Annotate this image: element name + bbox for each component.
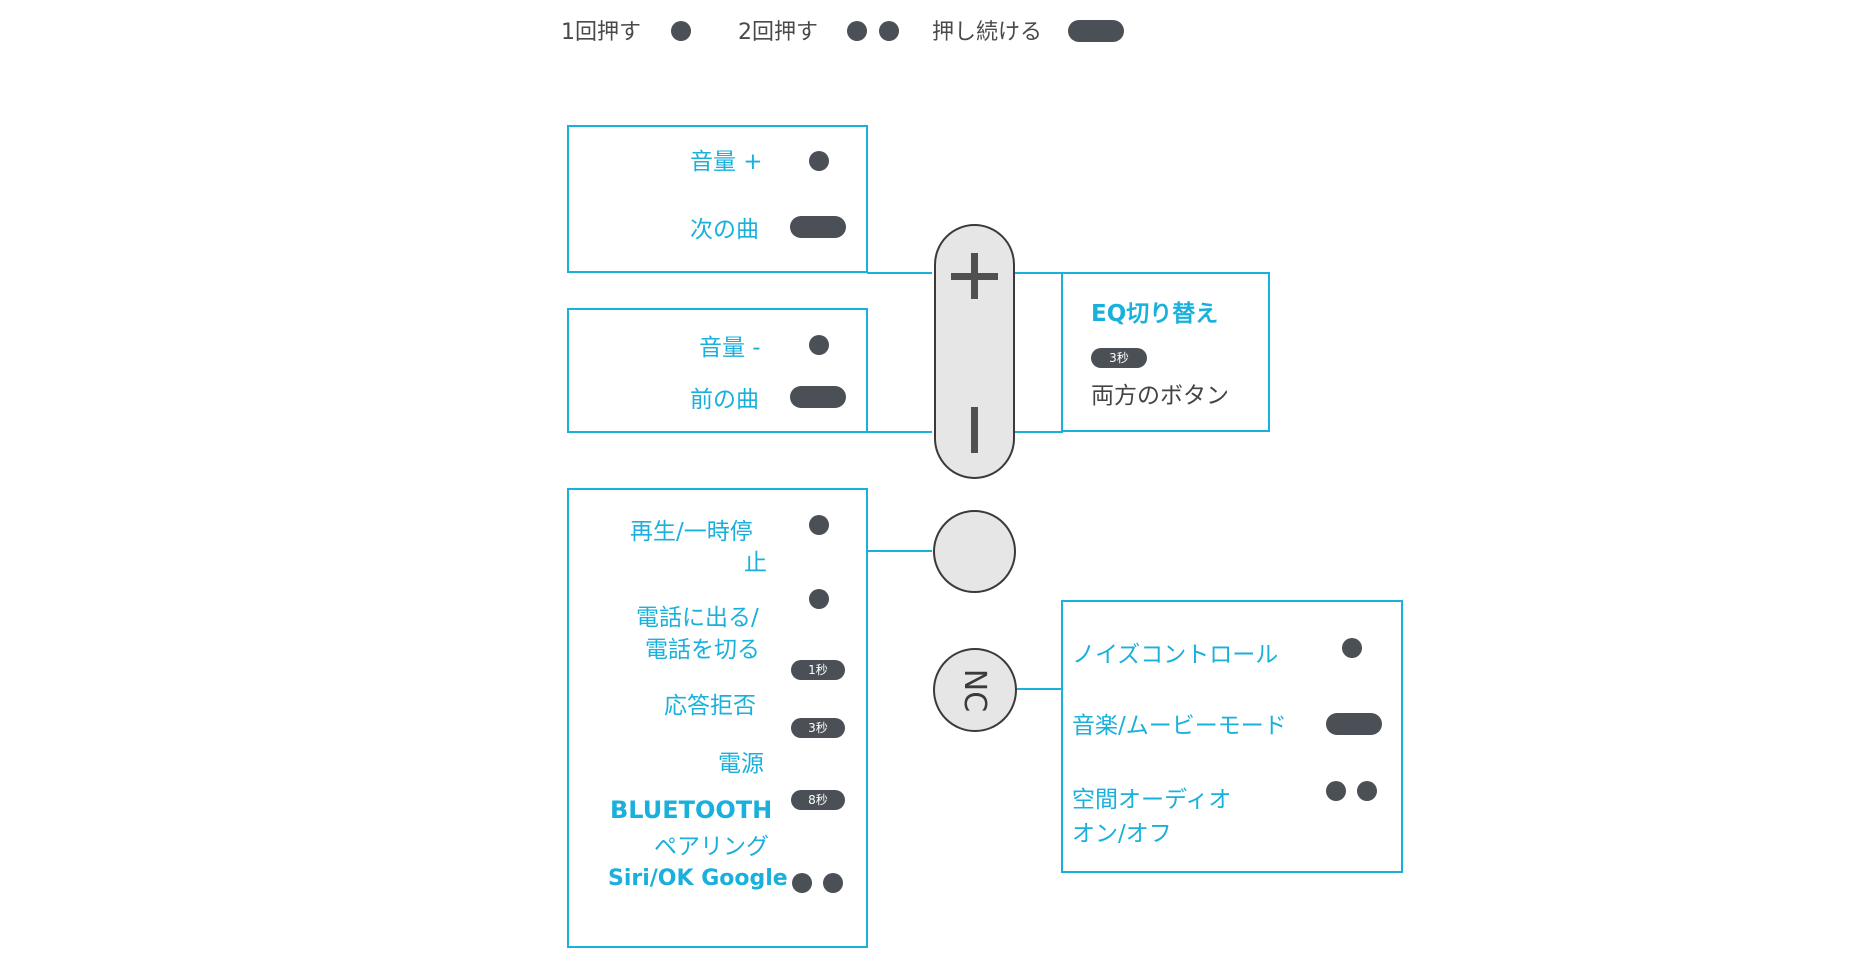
- prev-track-hold-pill: [790, 386, 846, 408]
- assistant-double-dot-1: [792, 873, 812, 893]
- plus-icon: [951, 253, 998, 299]
- both-buttons-label: 両方のボタン: [1091, 383, 1229, 409]
- volume-up-box: [567, 125, 868, 273]
- spatial-audio-label-line2: オン/オフ: [1072, 821, 1172, 847]
- legend-double-dot-1: [847, 21, 867, 41]
- answer-call-single-dot: [809, 589, 829, 609]
- legend-double-dot-2: [879, 21, 899, 41]
- pairing-label: ペアリング: [654, 834, 769, 860]
- noise-control-single-dot: [1342, 638, 1362, 658]
- legend-single-dot: [671, 21, 691, 41]
- play-pause-single-dot: [809, 515, 829, 535]
- connector-eq-top: [1013, 272, 1063, 274]
- noise-control-label: ノイズコントロール: [1072, 642, 1279, 668]
- multifunction-button[interactable]: [933, 510, 1016, 593]
- volume-down-single-dot: [809, 335, 829, 355]
- legend-hold-pill: [1068, 20, 1124, 42]
- music-movie-label: 音楽/ムービーモード: [1072, 713, 1287, 739]
- volume-up-single-dot: [809, 151, 829, 171]
- eq-duration-tag: 3秒: [1091, 348, 1147, 368]
- power-label: 電源: [718, 751, 764, 777]
- minus-icon: [971, 407, 978, 453]
- connector-nc: [1015, 688, 1063, 690]
- next-track-hold-pill: [790, 216, 846, 238]
- prev-track-label: 前の曲: [690, 387, 759, 413]
- assistant-double-dot-2: [823, 873, 843, 893]
- answer-call-label-line1: 電話に出る/: [636, 605, 759, 631]
- spatial-audio-double-dot-2: [1357, 781, 1377, 801]
- nc-button[interactable]: NC: [933, 648, 1017, 732]
- nc-button-label: NC: [957, 668, 993, 712]
- bluetooth-label: BLUETOOTH: [610, 796, 773, 824]
- play-pause-label-line2: 止: [744, 550, 767, 576]
- answer-call-label-line2: 電話を切る: [645, 637, 760, 663]
- music-movie-hold-pill: [1326, 713, 1382, 735]
- spatial-audio-double-dot-1: [1326, 781, 1346, 801]
- legend-press-once-label: 1回押す: [561, 20, 641, 45]
- volume-rocker-button[interactable]: [934, 224, 1015, 479]
- connector-eq-bottom: [1013, 431, 1063, 433]
- connector-volume-up: [867, 272, 932, 274]
- volume-down-label: 音量 -: [699, 335, 761, 361]
- legend-press-hold-label: 押し続ける: [932, 20, 1043, 45]
- eq-switch-label: EQ切り替え: [1091, 301, 1219, 327]
- volume-down-box: [567, 308, 868, 433]
- connector-center: [867, 550, 932, 552]
- pairing-duration-tag: 8秒: [791, 790, 845, 810]
- next-track-label: 次の曲: [690, 217, 759, 243]
- reject-call-label: 応答拒否: [664, 693, 756, 719]
- spatial-audio-label-line1: 空間オーディオ: [1072, 787, 1232, 813]
- assistant-label: Siri/OK Google: [608, 866, 788, 891]
- power-duration-tag: 3秒: [791, 718, 845, 738]
- play-pause-label-line1: 再生/一時停: [630, 519, 753, 545]
- volume-up-label: 音量 +: [690, 149, 763, 175]
- legend-press-twice-label: 2回押す: [738, 20, 818, 45]
- reject-duration-tag: 1秒: [791, 660, 845, 680]
- connector-volume-down: [867, 431, 932, 433]
